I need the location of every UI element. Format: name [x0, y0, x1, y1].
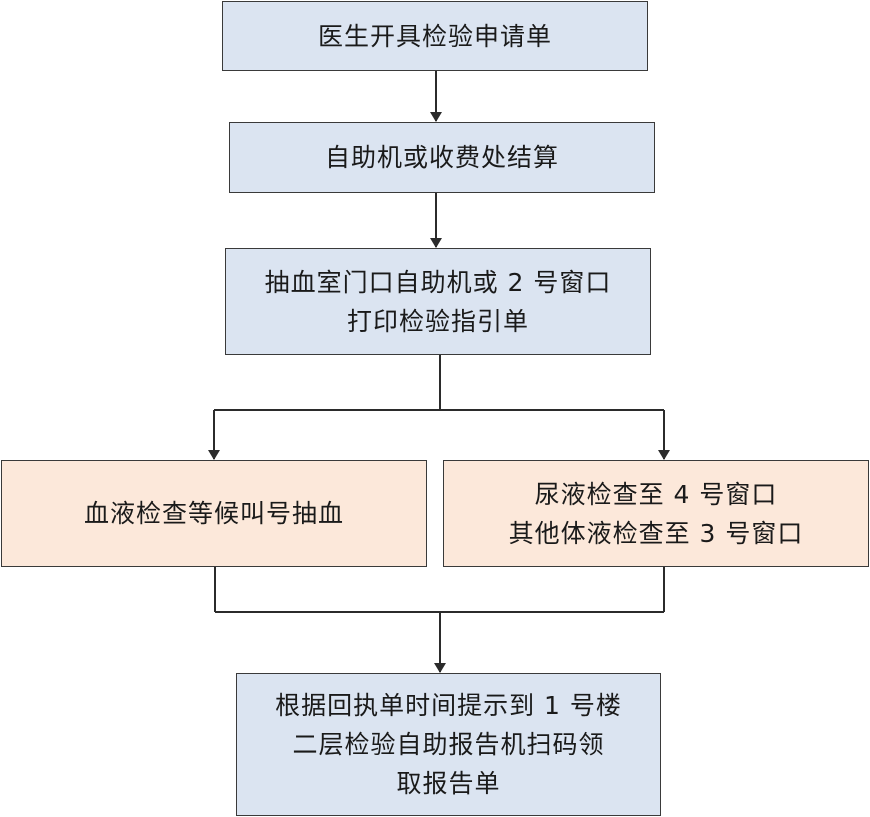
step-print-guide: 抽血室门口自助机或 2 号窗口 打印检验指引单	[225, 248, 651, 355]
step-label: 血液检查等候叫号抽血	[83, 499, 344, 528]
step-label-line-2: 打印检验指引单	[346, 306, 529, 336]
step-label-line-2: 二层检验自助报告机扫码领	[292, 730, 605, 759]
step-payment: 自助机或收费处结算	[229, 122, 655, 193]
step-label-line-3: 取报告单	[396, 769, 501, 798]
step-collect-report: 根据回执单时间提示到 1 号楼 二层检验自助报告机扫码领 取报告单	[236, 673, 661, 816]
step-label-line-1: 根据回执单时间提示到 1 号楼	[275, 691, 622, 720]
step-label: 医生开具检验申请单	[317, 21, 552, 51]
step-label-line-1: 抽血室门口自助机或 2 号窗口	[264, 267, 612, 297]
step-label-line-2: 其他体液检查至 3 号窗口	[508, 518, 804, 548]
step-body-fluid-test: 尿液检查至 4 号窗口 其他体液检查至 3 号窗口	[443, 460, 869, 567]
step-issue-request: 医生开具检验申请单	[222, 1, 648, 71]
step-label-line-1: 尿液检查至 4 号窗口	[534, 479, 778, 509]
step-label: 自助机或收费处结算	[324, 143, 559, 172]
step-blood-test: 血液检查等候叫号抽血	[1, 460, 427, 567]
